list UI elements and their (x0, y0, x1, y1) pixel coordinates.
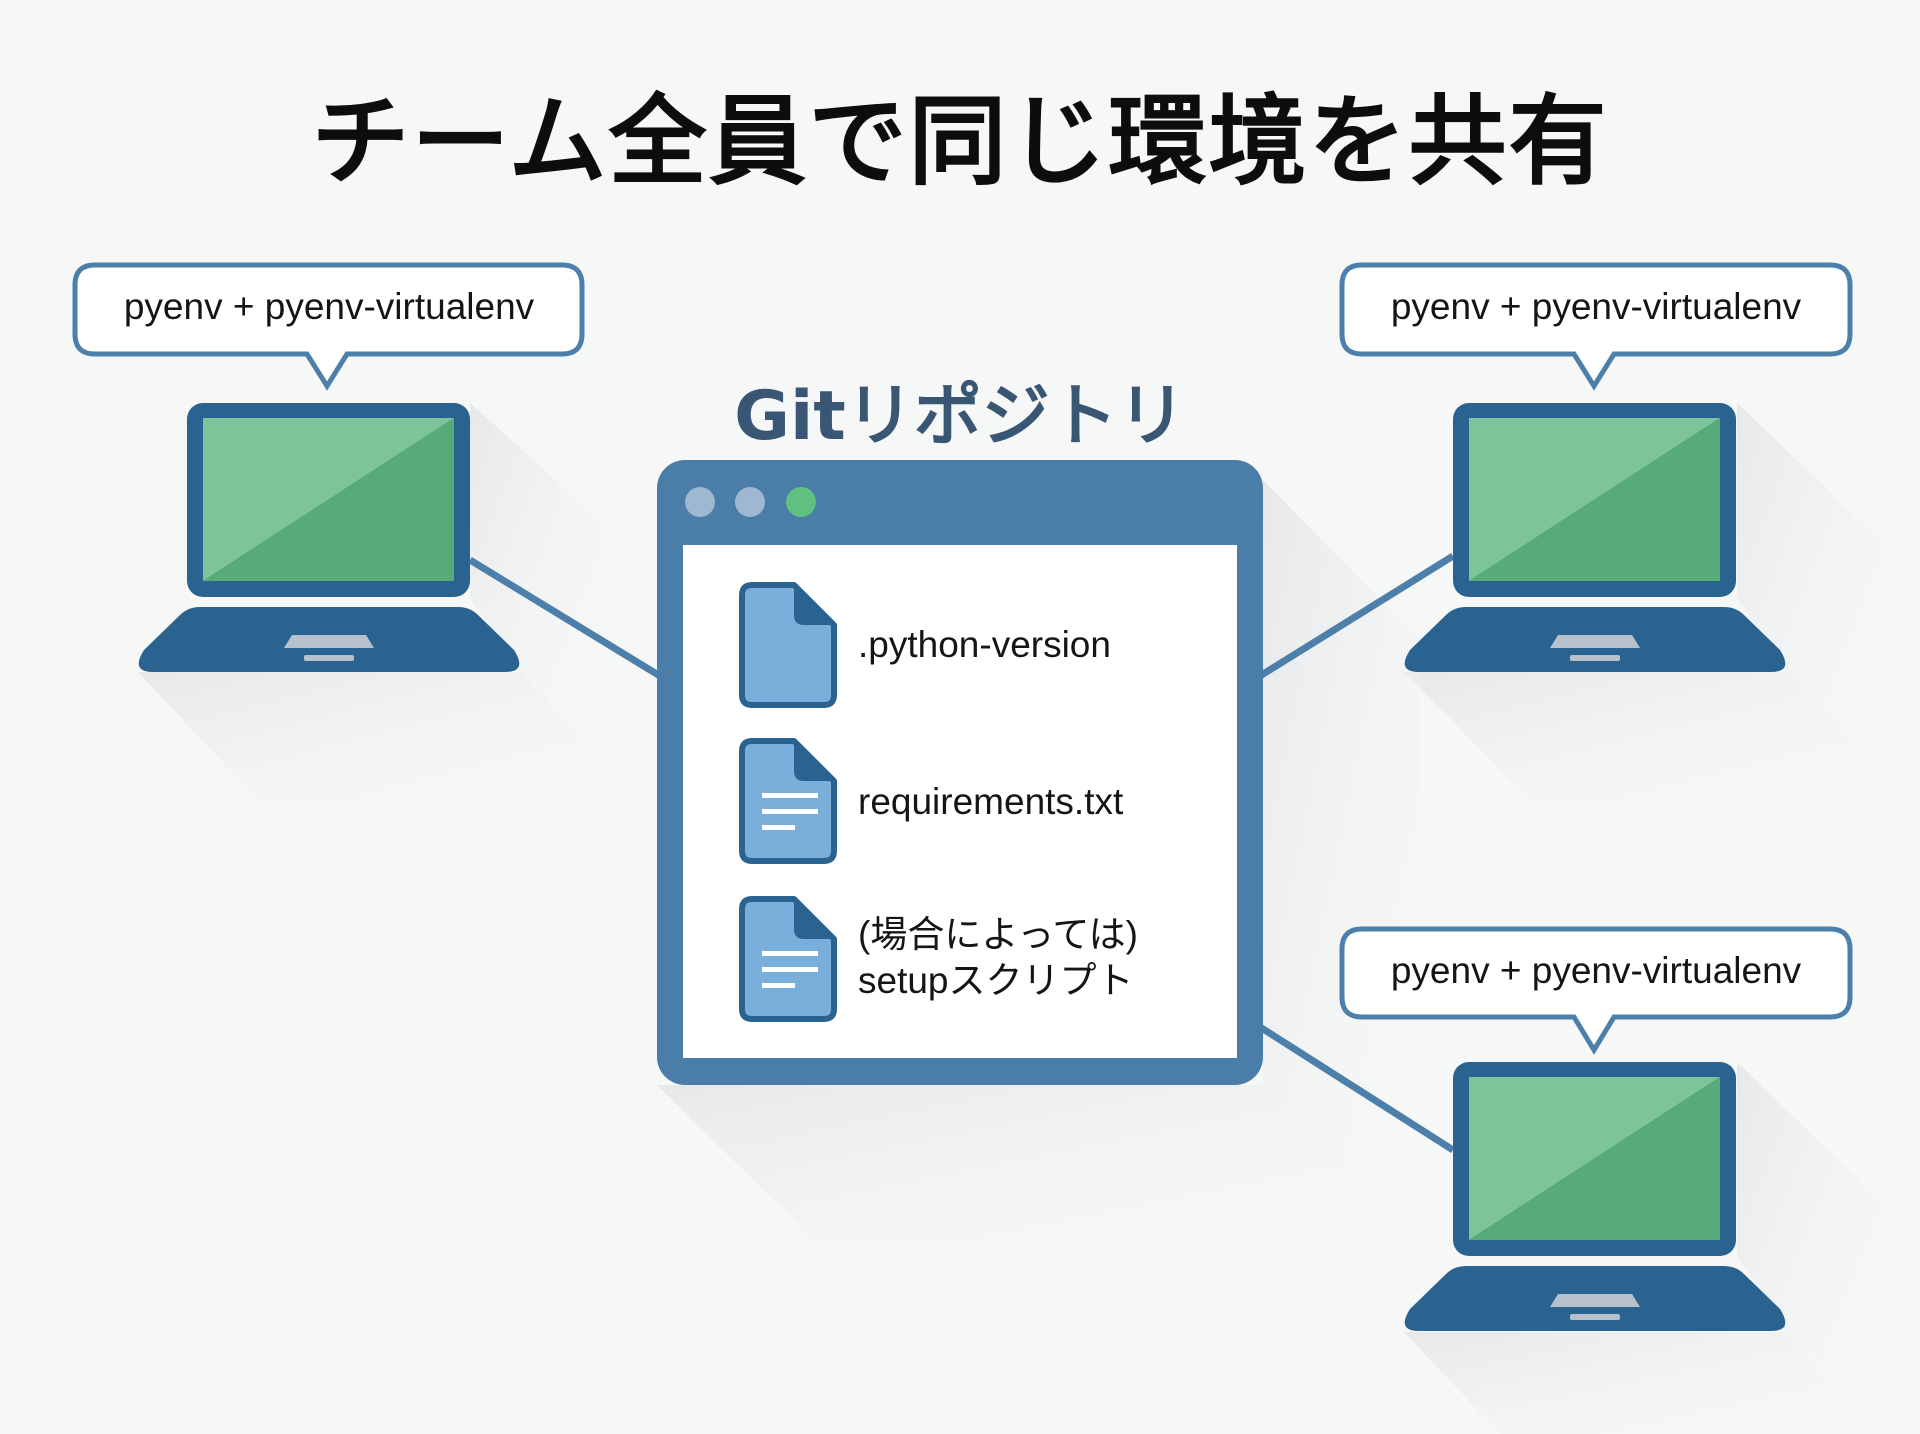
file-label-setup-line1: (場合によっては) (858, 914, 1138, 955)
connector-line-bottom-right (1258, 1024, 1455, 1153)
file-label-requirements: requirements.txt (858, 781, 1124, 822)
window-shadow (657, 1085, 1420, 1240)
speech-bubble-top-left (72, 262, 585, 391)
laptop-icon (138, 403, 520, 672)
file-label-setup-line2: setupスクリプト (858, 960, 1134, 1001)
file-label-setup-script: (場合によっては) setupスクリプト (858, 912, 1138, 1004)
laptop-shadow (1737, 1062, 1880, 1420)
tool-label-bottom-right: pyenv + pyenv-virtualenv (1390, 950, 1802, 991)
file-icon (739, 582, 837, 708)
window-dot-gray (735, 487, 765, 517)
window-dot-gray (685, 487, 715, 517)
laptop-shadow (470, 403, 600, 760)
repository-title: Gitリポジトリ (734, 377, 1186, 456)
page-title: チーム全員で同じ環境を共有 (311, 85, 1609, 199)
tool-label-top-left: pyenv + pyenv-virtualenv (123, 286, 535, 327)
window-dot-green (786, 487, 816, 517)
text-file-icon (739, 896, 837, 1022)
speech-bubble-bottom-right (1339, 926, 1853, 1055)
file-label-python-version: .python-version (858, 624, 1111, 665)
connector-line-top-right (1258, 553, 1455, 679)
laptop-icon (1404, 403, 1786, 672)
tool-label-top-right: pyenv + pyenv-virtualenv (1390, 286, 1802, 327)
speech-bubble-top-right (1339, 262, 1853, 391)
connector-line-left (468, 557, 662, 679)
text-file-icon (739, 738, 837, 864)
laptop-shadow (1737, 403, 1880, 780)
laptop-shadow (1404, 672, 1910, 800)
laptop-shadow (138, 672, 640, 800)
laptop-shadow (1404, 1332, 1880, 1434)
laptop-icon (1404, 1062, 1786, 1331)
